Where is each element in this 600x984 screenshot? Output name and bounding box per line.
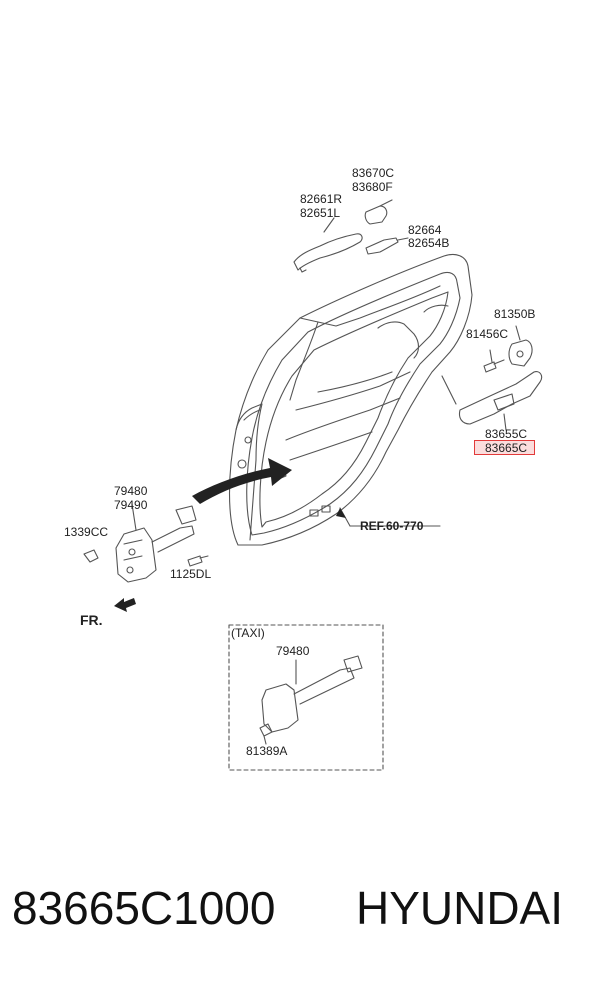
label-82654b: 82654B <box>408 236 450 250</box>
door-checker <box>83 503 209 583</box>
label-81389a: 81389A <box>246 744 288 758</box>
handle-cap <box>364 199 393 225</box>
reference-arrow <box>336 508 346 518</box>
label-83665c: 83665C <box>485 441 528 455</box>
handle-pad <box>365 237 409 255</box>
label-1125dl: 1125DL <box>170 567 212 581</box>
label-1339cc: 1339CC <box>64 525 109 539</box>
label-ref-60-770: REF.60-770 <box>360 519 424 533</box>
label-79480: 79480 <box>114 484 148 498</box>
outside-handle <box>293 217 363 273</box>
label-82664: 82664 <box>408 223 442 237</box>
highlight-box <box>474 440 535 455</box>
label-83680f: 83680F <box>352 180 393 194</box>
label-82651l: 82651L <box>300 206 341 220</box>
label-81350b: 81350B <box>494 307 536 321</box>
assembly-arrow <box>192 458 292 504</box>
label-81456c: 81456C <box>466 327 509 341</box>
part-number-caption: 83665C1000 <box>12 882 276 934</box>
label-83655c: 83655C <box>485 427 528 441</box>
handle-bracket <box>441 371 543 431</box>
taxi-box <box>228 624 384 771</box>
striker-plate <box>508 325 533 367</box>
label-83670c: 83670C <box>352 166 395 180</box>
label-fr: FR. <box>80 612 103 628</box>
door-frame <box>229 253 473 546</box>
taxi-checker <box>259 655 363 745</box>
label-taxi: (TAXI) <box>231 626 265 640</box>
label-taxi-79480: 79480 <box>276 644 310 658</box>
front-arrow-icon <box>114 598 136 612</box>
screw-81456c <box>483 349 505 373</box>
label-79490: 79490 <box>114 498 148 512</box>
label-82661r: 82661R <box>300 192 343 206</box>
brand-caption: HYUNDAI <box>356 882 564 934</box>
